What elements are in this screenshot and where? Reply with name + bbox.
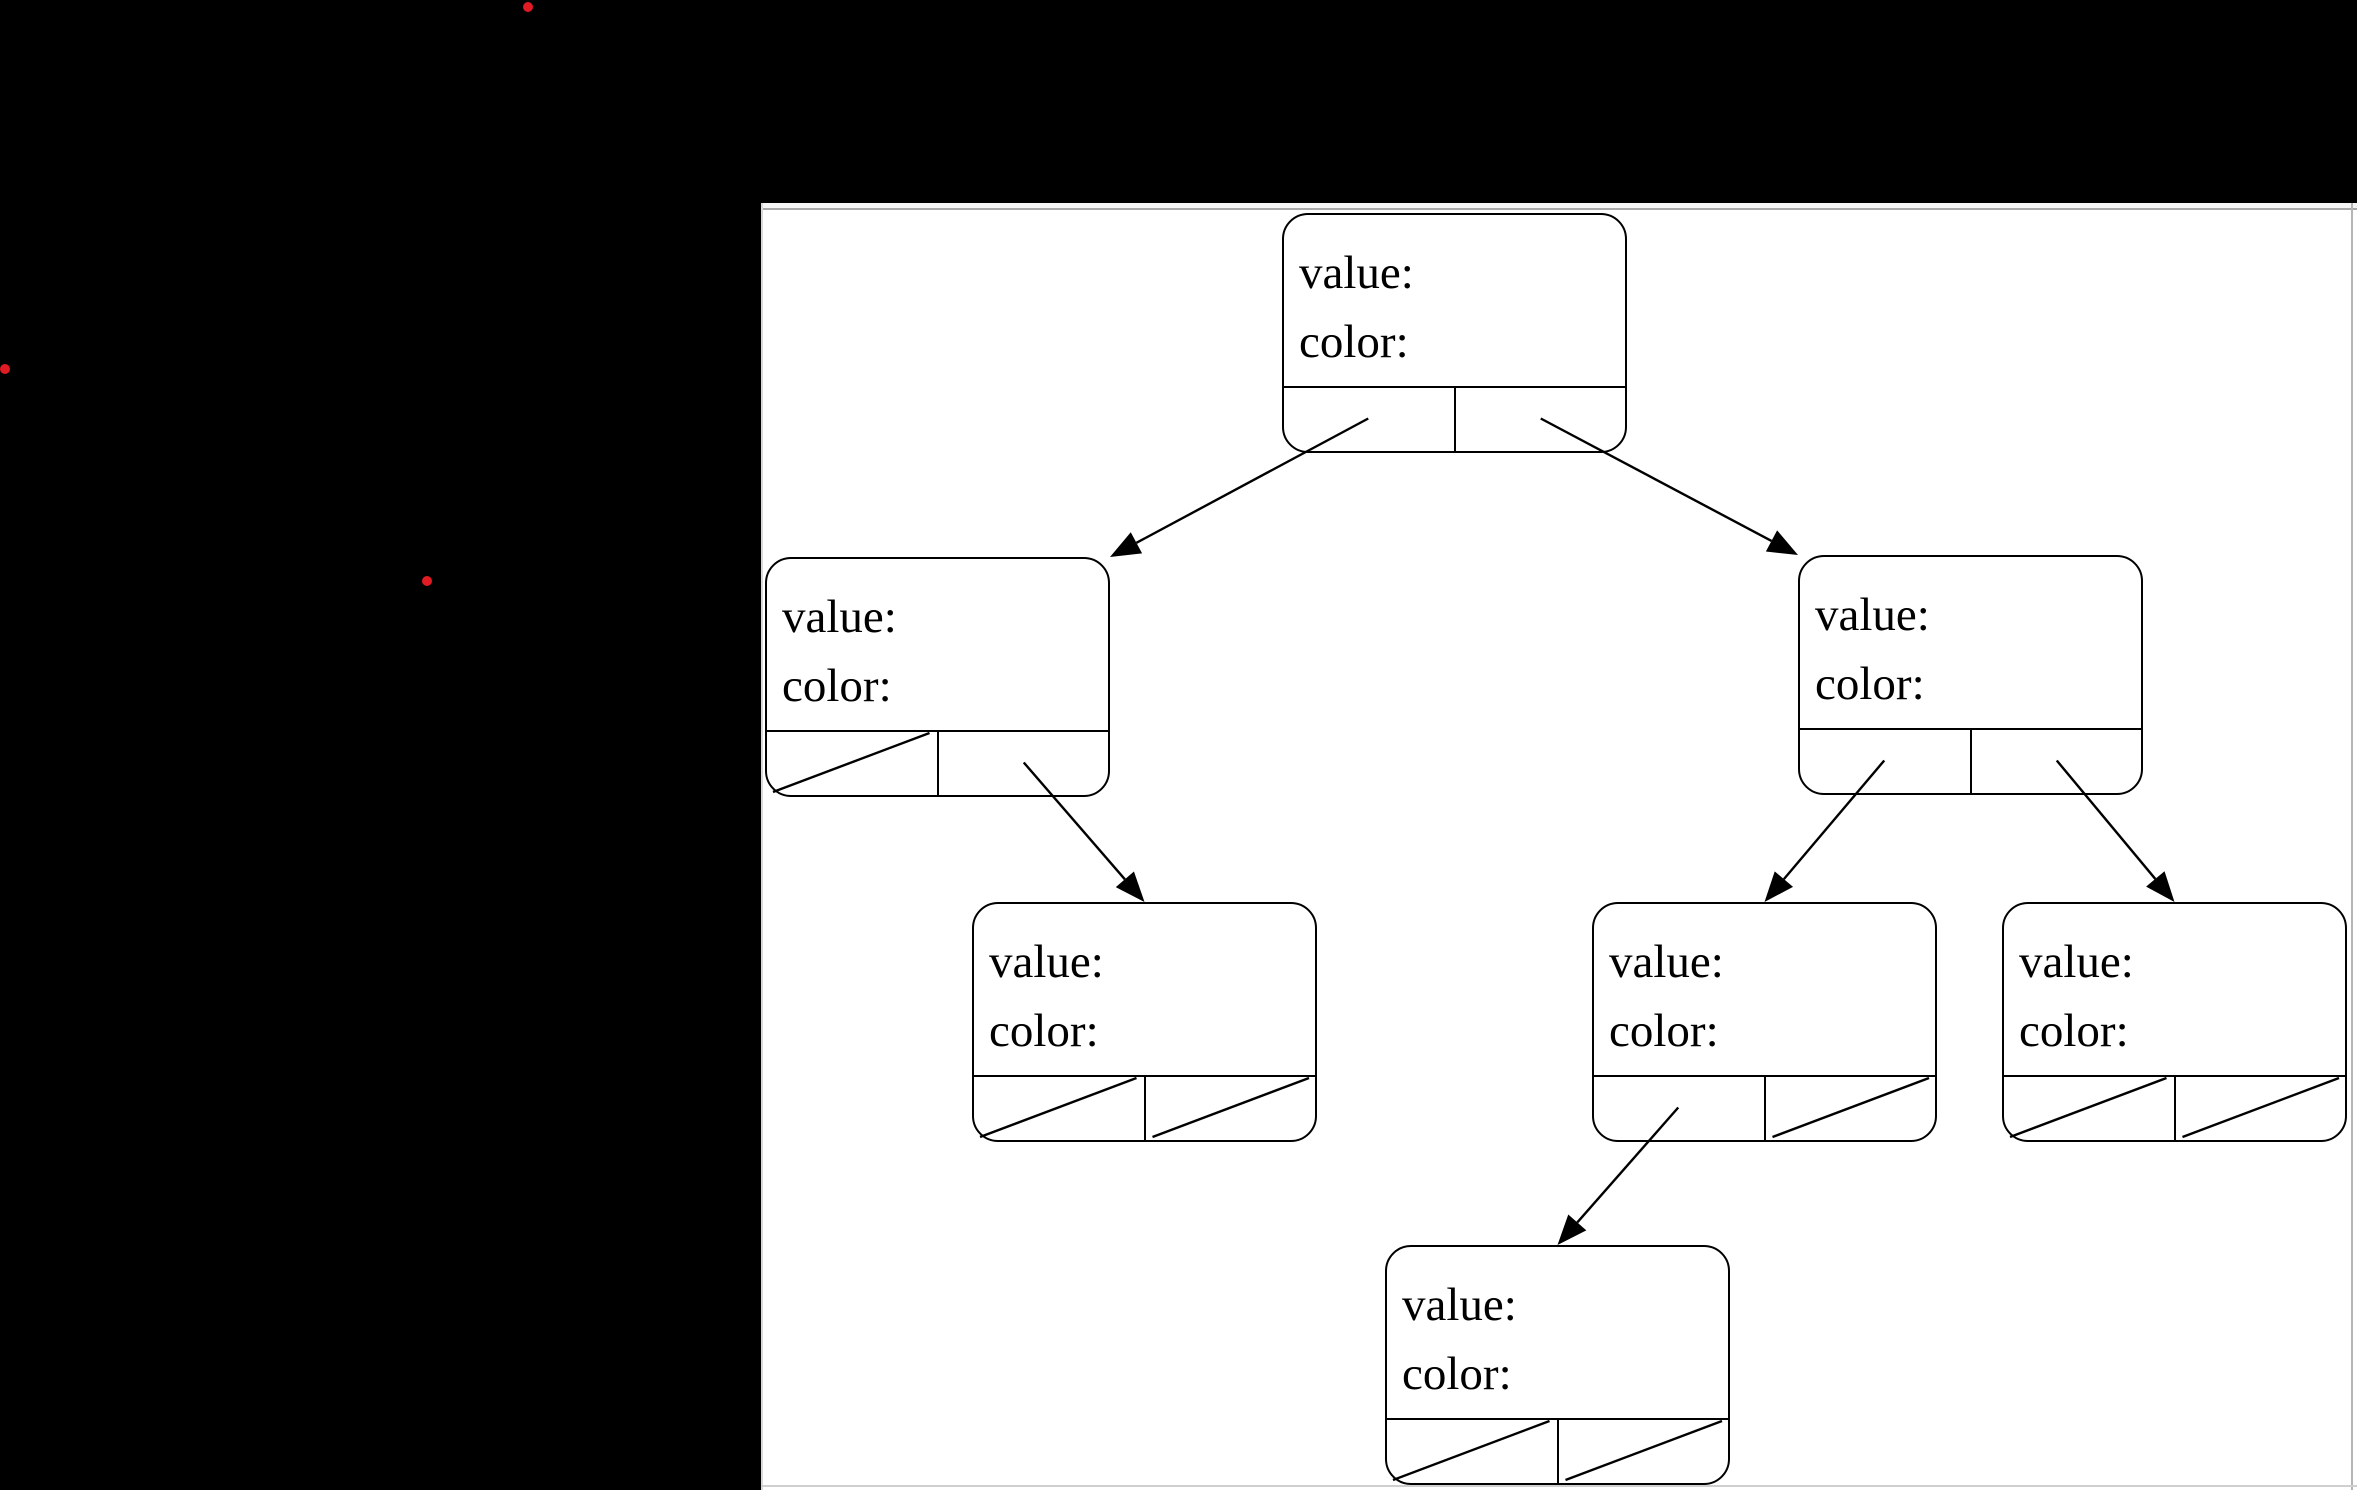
node-fields: value: color: — [1800, 557, 2141, 728]
node-pointer-row — [974, 1075, 1315, 1140]
left-pointer-cell — [2004, 1077, 2174, 1140]
node-fields: value: color: — [1284, 215, 1625, 386]
tree-node-RLL: value: color: — [1385, 1245, 1730, 1485]
window-left-edge — [761, 203, 763, 1490]
right-pointer-cell — [1763, 1077, 1936, 1140]
window-bottom-edge — [761, 1485, 2357, 1487]
node-field-label: color: — [782, 660, 892, 712]
node-fields: value: color: — [974, 904, 1315, 1075]
node-pointer-row — [1594, 1075, 1935, 1140]
tree-node-LR: value: color: — [972, 902, 1317, 1142]
left-pointer-cell — [1800, 730, 1970, 793]
left-pointer-cell — [1284, 388, 1454, 451]
click-marker-dot — [422, 576, 432, 586]
right-pointer-cell — [936, 732, 1109, 795]
node-pointer-row — [2004, 1075, 2345, 1140]
node-fields: value: color: — [2004, 904, 2345, 1075]
right-pointer-cell — [1453, 388, 1626, 451]
tree-node-R: value: color: — [1798, 555, 2143, 795]
node-field-label: value: — [782, 591, 897, 643]
node-field-label: value: — [1402, 1279, 1517, 1331]
node-field-label: value: — [989, 936, 1104, 988]
node-field-label: color: — [1299, 316, 1409, 368]
click-marker-dot — [0, 364, 10, 374]
left-pointer-cell — [1594, 1077, 1764, 1140]
node-field-label: color: — [2019, 1005, 2129, 1057]
node-pointer-row — [767, 730, 1108, 795]
window-top-edge — [761, 203, 2357, 210]
window-right-edge — [2351, 203, 2353, 1490]
node-fields: value: color: — [1594, 904, 1935, 1075]
node-field-label: color: — [1815, 658, 1925, 710]
node-fields: value: color: — [767, 559, 1108, 730]
tree-node-L: value: color: — [765, 557, 1110, 797]
node-field-label: color: — [989, 1005, 1099, 1057]
right-pointer-cell — [1143, 1077, 1316, 1140]
node-field-label: color: — [1402, 1348, 1512, 1400]
node-pointer-row — [1800, 728, 2141, 793]
left-pointer-cell — [767, 732, 937, 795]
node-field-label: value: — [1299, 247, 1414, 299]
right-pointer-cell — [2173, 1077, 2346, 1140]
right-pointer-cell — [1969, 730, 2142, 793]
click-marker-dot — [523, 2, 533, 12]
left-pointer-cell — [1387, 1420, 1557, 1483]
node-pointer-row — [1387, 1418, 1728, 1483]
tree-node-RL: value: color: — [1592, 902, 1937, 1142]
left-pointer-cell — [974, 1077, 1144, 1140]
node-fields: value: color: — [1387, 1247, 1728, 1418]
node-field-label: color: — [1609, 1005, 1719, 1057]
node-field-label: value: — [1609, 936, 1724, 988]
node-field-label: value: — [1815, 589, 1930, 641]
tree-node-RR: value: color: — [2002, 902, 2347, 1142]
tree-node-root: value: color: — [1282, 213, 1627, 453]
node-pointer-row — [1284, 386, 1625, 451]
right-pointer-cell — [1556, 1420, 1729, 1483]
node-field-label: value: — [2019, 936, 2134, 988]
